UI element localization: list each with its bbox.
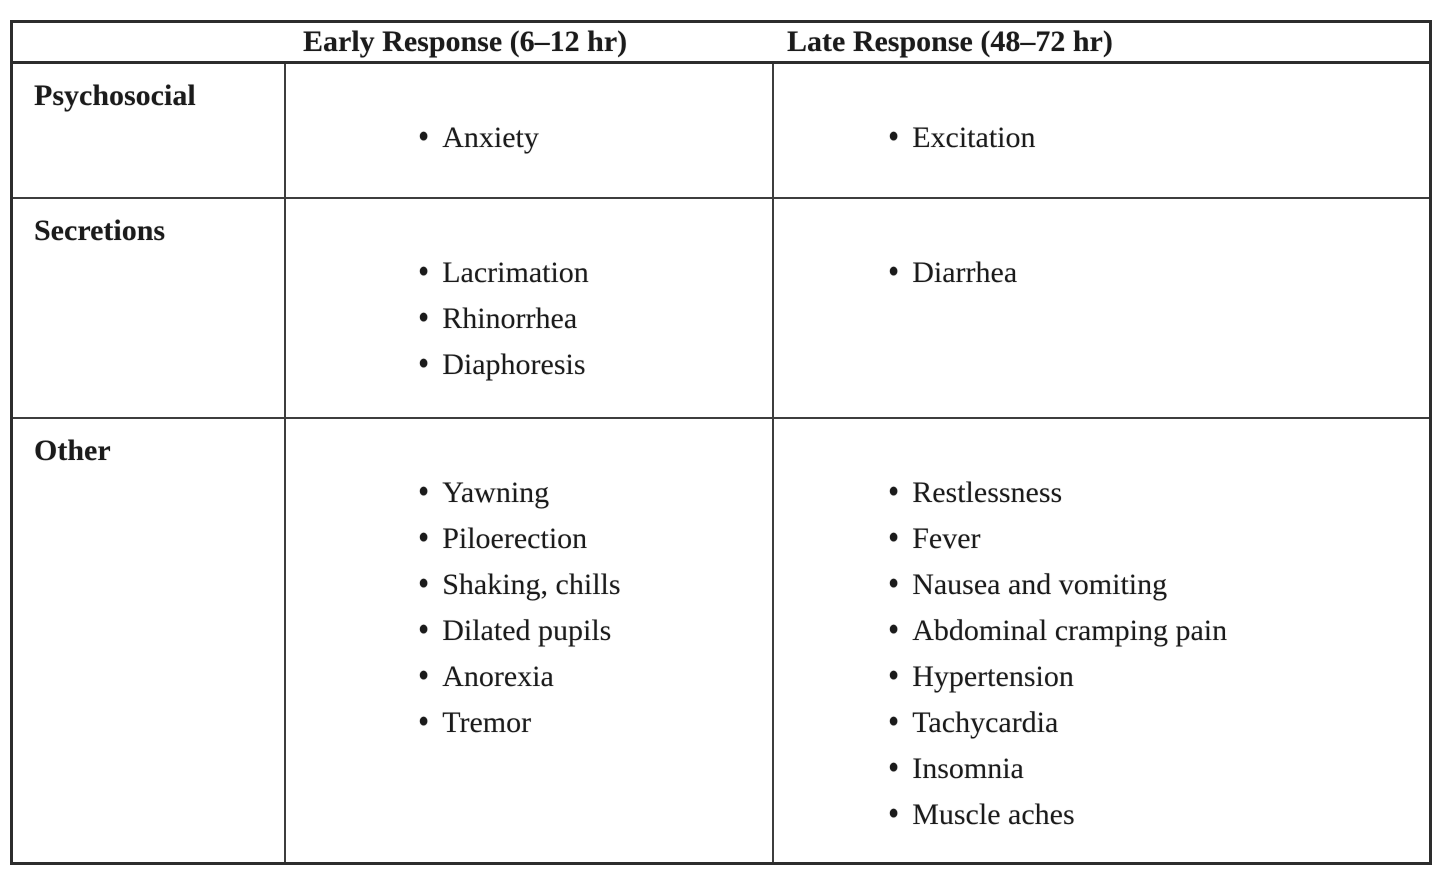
symptom-text: Diaphoresis: [442, 348, 586, 381]
symptom-item: • Insomnia: [888, 745, 1429, 791]
symptom-text: Excitation: [912, 121, 1036, 154]
bullet-icon: •: [888, 470, 900, 512]
symptom-item: • Restlessness: [888, 469, 1429, 515]
cell-other-late: • Restlessness • Fever • Nausea and vomitin…: [772, 419, 1429, 862]
symptom-text: Insomnia: [912, 752, 1024, 785]
symptom-item: • Abdominal cramping pain: [888, 607, 1429, 653]
table-row-other: Other • Yawning • Piloerection • Shaking, c…: [13, 417, 1429, 862]
bullet-icon: •: [418, 608, 430, 650]
symptom-text: Anorexia: [442, 660, 554, 693]
symptom-text: Abdominal cramping pain: [912, 614, 1228, 647]
symptom-item: • Tachycardia: [888, 699, 1429, 745]
table-row-secretions: Secretions • Lacrimation • Rhinorrhea • Dia…: [13, 197, 1429, 417]
symptom-item: • Fever: [888, 515, 1429, 561]
row-label: Secretions: [34, 214, 166, 247]
row-label: Other: [34, 434, 111, 467]
symptom-text: Shaking, chills: [442, 568, 621, 601]
bullet-icon: •: [418, 654, 430, 696]
symptom-text: Tremor: [442, 706, 532, 739]
symptom-list: • Excitation: [774, 114, 1429, 160]
bullet-icon: •: [418, 115, 430, 157]
bullet-icon: •: [888, 250, 900, 292]
bullet-icon: •: [888, 608, 900, 650]
cell-secretions-late: • Diarrhea: [772, 199, 1429, 417]
symptom-text: Nausea and vomiting: [912, 568, 1168, 601]
symptom-text: Dilated pupils: [442, 614, 612, 647]
symptom-text: Restlessness: [912, 476, 1063, 509]
bullet-icon: •: [888, 792, 900, 834]
bullet-icon: •: [418, 470, 430, 512]
bullet-icon: •: [418, 342, 430, 384]
cell-other-early: •Yawning •Piloerection •Shaking, chills …: [284, 419, 772, 862]
symptom-item: • Muscle aches: [888, 791, 1429, 837]
bullet-icon: •: [418, 250, 430, 292]
symptom-list: • Lacrimation • Rhinorrhea • Diaphoresis: [286, 249, 772, 387]
symptom-item: • Tremor: [418, 699, 772, 745]
symptom-text: Muscle aches: [912, 798, 1075, 831]
symptom-list: • Anxiety: [286, 114, 772, 160]
symptom-text: Anxiety: [442, 121, 539, 154]
symptom-item: • Hypertension: [888, 653, 1429, 699]
symptom-item: • Anxiety: [418, 114, 772, 160]
table-row-psychosocial: Psychosocial • Anxiety • Excitation: [13, 64, 1429, 197]
symptom-item: • Diarrhea: [888, 249, 1429, 295]
symptom-item: • Diaphoresis: [418, 341, 772, 387]
bullet-icon: •: [418, 516, 430, 558]
bullet-icon: •: [888, 115, 900, 157]
symptom-response-table: Early Response (6–12 hr) Late Response (…: [10, 20, 1432, 865]
bullet-icon: •: [888, 700, 900, 742]
symptom-item: • Yawning: [418, 469, 772, 515]
bullet-icon: •: [418, 296, 430, 338]
symptom-list: •Yawning •Piloerection •Shaking, chills …: [286, 469, 772, 745]
symptom-text: Yawning: [442, 476, 550, 509]
cell-psychosocial-late: • Excitation: [772, 64, 1429, 197]
symptom-list: • Restlessness • Fever • Nausea and vomitin…: [774, 469, 1429, 837]
symptom-text: Hypertension: [912, 660, 1074, 693]
symptom-text: Tachycardia: [912, 706, 1059, 739]
table-header-row: Early Response (6–12 hr) Late Response (…: [13, 23, 1429, 64]
symptom-text: Diarrhea: [912, 256, 1018, 289]
symptom-item: • Shaking, chills: [418, 561, 772, 607]
header-early-response: Early Response (6–12 hr): [303, 25, 628, 58]
symptom-text: Lacrimation: [442, 256, 589, 289]
bullet-icon: •: [888, 746, 900, 788]
cell-secretions-early: • Lacrimation • Rhinorrhea • Diaphoresis: [284, 199, 772, 417]
symptom-text: Rhinorrhea: [442, 302, 578, 335]
symptom-item: • Excitation: [888, 114, 1429, 160]
header-late-response: Late Response (48–72 hr): [787, 25, 1113, 58]
symptom-text: Piloerection: [442, 522, 588, 555]
symptom-item: • Rhinorrhea: [418, 295, 772, 341]
symptom-item: • Lacrimation: [418, 249, 772, 295]
symptom-item: • Nausea and vomiting: [888, 561, 1429, 607]
bullet-icon: •: [888, 516, 900, 558]
bullet-icon: •: [418, 700, 430, 742]
symptom-list: • Diarrhea: [774, 249, 1429, 295]
symptom-item: • Piloerection: [418, 515, 772, 561]
symptom-text: Fever: [912, 522, 981, 555]
bullet-icon: •: [418, 562, 430, 604]
symptom-item: • Dilated pupils: [418, 607, 772, 653]
bullet-icon: •: [888, 654, 900, 696]
symptom-item: • Anorexia: [418, 653, 772, 699]
bullet-icon: •: [888, 562, 900, 604]
row-label: Psychosocial: [34, 79, 196, 112]
cell-psychosocial-early: • Anxiety: [284, 64, 772, 197]
